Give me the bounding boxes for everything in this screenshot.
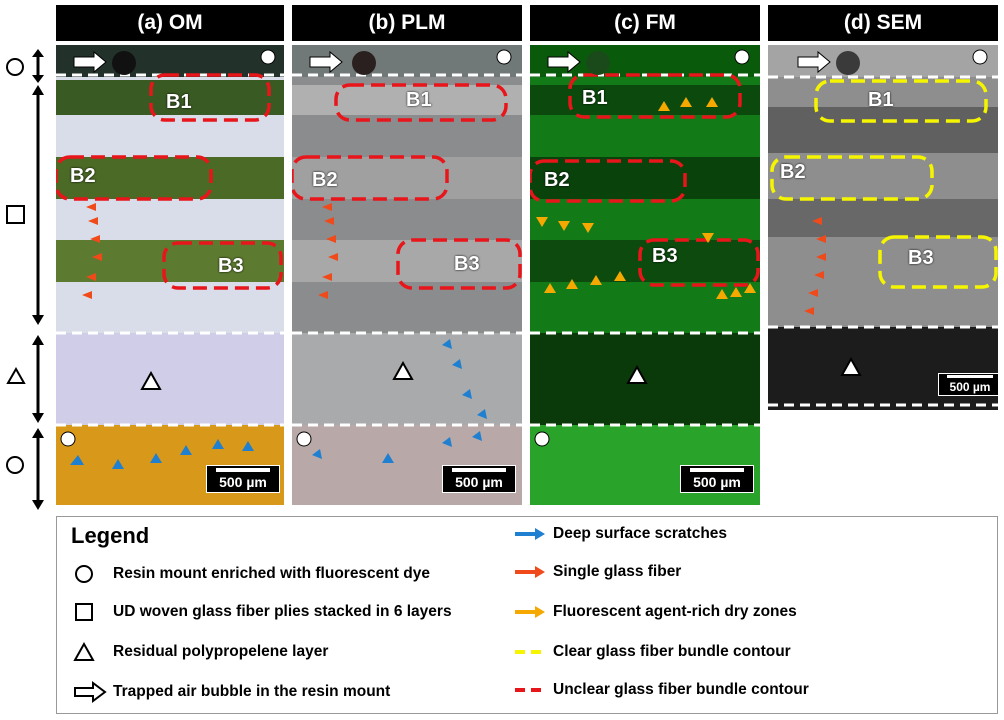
bundle-label-b3: B3 [908,247,934,269]
scale-label: 500 µm [693,474,741,490]
header-plm: (b) PLM [292,5,522,41]
circle-icon [73,563,107,585]
bundle-label-b1: B1 [406,89,432,111]
square-marker [6,85,44,325]
scale-bar: 500 µm [442,465,516,493]
legend-text: Deep surface scratches [553,525,728,542]
scale-label: 500 µm [949,380,991,394]
legend-text: Resin mount enriched with fluorescent dy… [113,565,430,582]
bundle-label-b1: B1 [582,87,608,109]
header-fm: (c) FM [530,5,760,41]
red-dash-icon [513,685,547,695]
legend-item-dryzones: Fluorescent agent-rich dry zones [513,603,797,621]
bundle-label-b2: B2 [780,161,806,183]
legend-text: Fluorescent agent-rich dry zones [553,603,797,620]
square-icon [73,601,107,623]
panel-sem: B1 B2 B3 500 µm [768,45,998,410]
legend-item-unclear-contour: Unclear glass fiber bundle contour [513,681,809,699]
triangle-marker [6,335,44,423]
bundle-label-b2: B2 [544,169,570,191]
legend-box: Legend Resin mount enriched with fluores… [56,516,998,714]
legend-text: UD woven glass fiber plies stacked in 6 … [113,603,452,620]
scale-bar: 500 µm [680,465,754,493]
scale-label: 500 µm [219,474,267,490]
panel-fm: B1 B2 B3 500 µm [530,45,760,505]
bundle-label-b3: B3 [218,255,244,277]
header-sem: (d) SEM [768,5,998,41]
legend-text: Unclear glass fiber bundle contour [553,681,809,698]
bundle-label-b1: B1 [868,89,894,111]
legend-item-scratches: Deep surface scratches [513,525,727,543]
triangle-icon [392,361,414,381]
scale-bar: 500 µm [206,465,280,493]
panel-plm: B1 B2 B3 500 µm [292,45,522,505]
legend-item-fiber: Single glass fiber [513,563,681,581]
scale-label: 500 µm [455,474,503,490]
bottom-circle-marker [6,428,44,510]
scale-bar: 500 µm [938,373,998,396]
blue-arrow-icon [513,526,547,542]
legend-item-resin: Resin mount enriched with fluorescent dy… [73,563,430,585]
region-markers [0,45,52,515]
triangle-icon [140,371,162,391]
legend-item-pp: Residual polypropelene layer [73,641,328,663]
header-om: (a) OM [56,5,284,41]
top-circle-marker [6,49,44,83]
legend-text: Single glass fiber [553,563,682,580]
legend-text: Clear glass fiber bundle contour [553,643,791,660]
legend-text: Residual polypropelene layer [113,643,329,660]
bundle-label-b1: B1 [166,91,192,113]
bundle-label-b3: B3 [454,253,480,275]
legend-item-bubble: Trapped air bubble in the resin mount [73,681,390,703]
panel-om: B1 B2 B3 500 µm [56,45,284,505]
orange-arrow-icon [513,604,547,620]
legend-item-plies: UD woven glass fiber plies stacked in 6 … [73,601,452,623]
bundle-label-b2: B2 [70,165,96,187]
triangle-icon [73,641,107,663]
yellow-dash-icon [513,647,547,657]
legend-text: Trapped air bubble in the resin mount [113,683,391,700]
triangle-icon [840,357,862,377]
bundle-label-b3: B3 [652,245,678,267]
triangle-icon [626,365,648,385]
legend-item-clear-contour: Clear glass fiber bundle contour [513,643,791,661]
bundle-label-b2: B2 [312,169,338,191]
hollow-arrow-icon [73,681,107,703]
red-arrow-icon [513,564,547,580]
legend-title: Legend [71,523,150,548]
